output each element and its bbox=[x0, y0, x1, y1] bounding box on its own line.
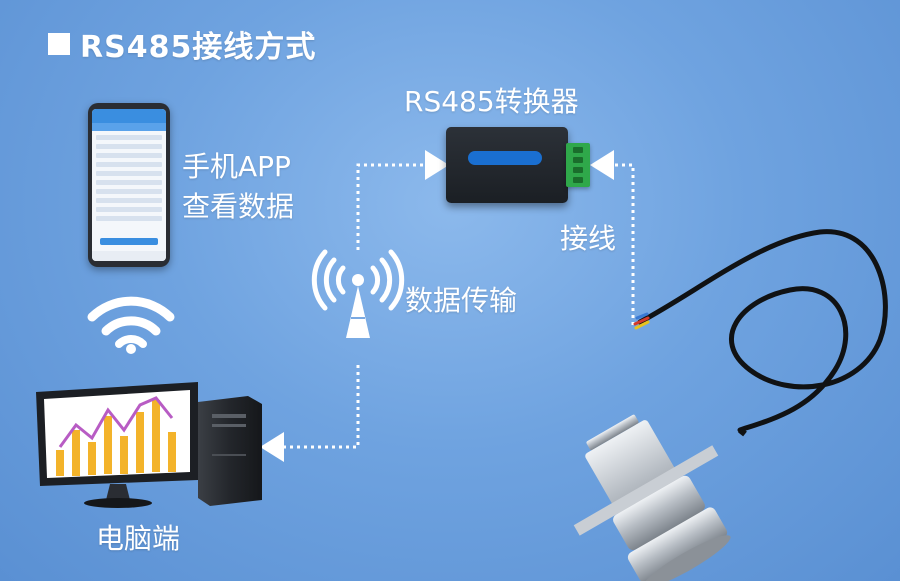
title-square-icon bbox=[48, 33, 70, 55]
phone-status-bar bbox=[92, 109, 166, 123]
data-transmission-label: 数据传输 bbox=[405, 284, 518, 317]
phone-app-button bbox=[100, 238, 158, 245]
page-title-text: RS485接线方式 bbox=[80, 30, 317, 65]
wiring-label: 接线 bbox=[560, 222, 617, 255]
phone-header-bar bbox=[92, 123, 166, 131]
computer-label: 电脑端 bbox=[96, 522, 181, 555]
phone-nav-bar bbox=[92, 251, 166, 261]
antenna-icon bbox=[311, 249, 405, 338]
rs485-converter-icon bbox=[446, 127, 568, 203]
link-antenna-to-computer bbox=[260, 365, 360, 462]
converter-label: RS485转换器 bbox=[404, 85, 579, 118]
wifi-icon bbox=[87, 296, 175, 354]
computer-icon bbox=[36, 382, 262, 508]
phone-app-label-line2: 查看数据 bbox=[182, 190, 295, 223]
converter-usb-badge bbox=[468, 151, 542, 165]
phone-screen bbox=[92, 109, 166, 261]
link-antenna-to-converter bbox=[356, 150, 449, 250]
sensor-cable-icon bbox=[637, 229, 888, 433]
phone-app-label-line1: 手机APP bbox=[182, 150, 291, 183]
page-title: RS485接线方式 bbox=[48, 22, 316, 66]
link-sensor-to-converter bbox=[590, 150, 635, 325]
temperature-sensor-icon bbox=[573, 414, 747, 581]
terminal-block-icon bbox=[566, 143, 590, 187]
sensor-wire-ends bbox=[633, 312, 650, 330]
smartphone-icon bbox=[88, 103, 170, 267]
